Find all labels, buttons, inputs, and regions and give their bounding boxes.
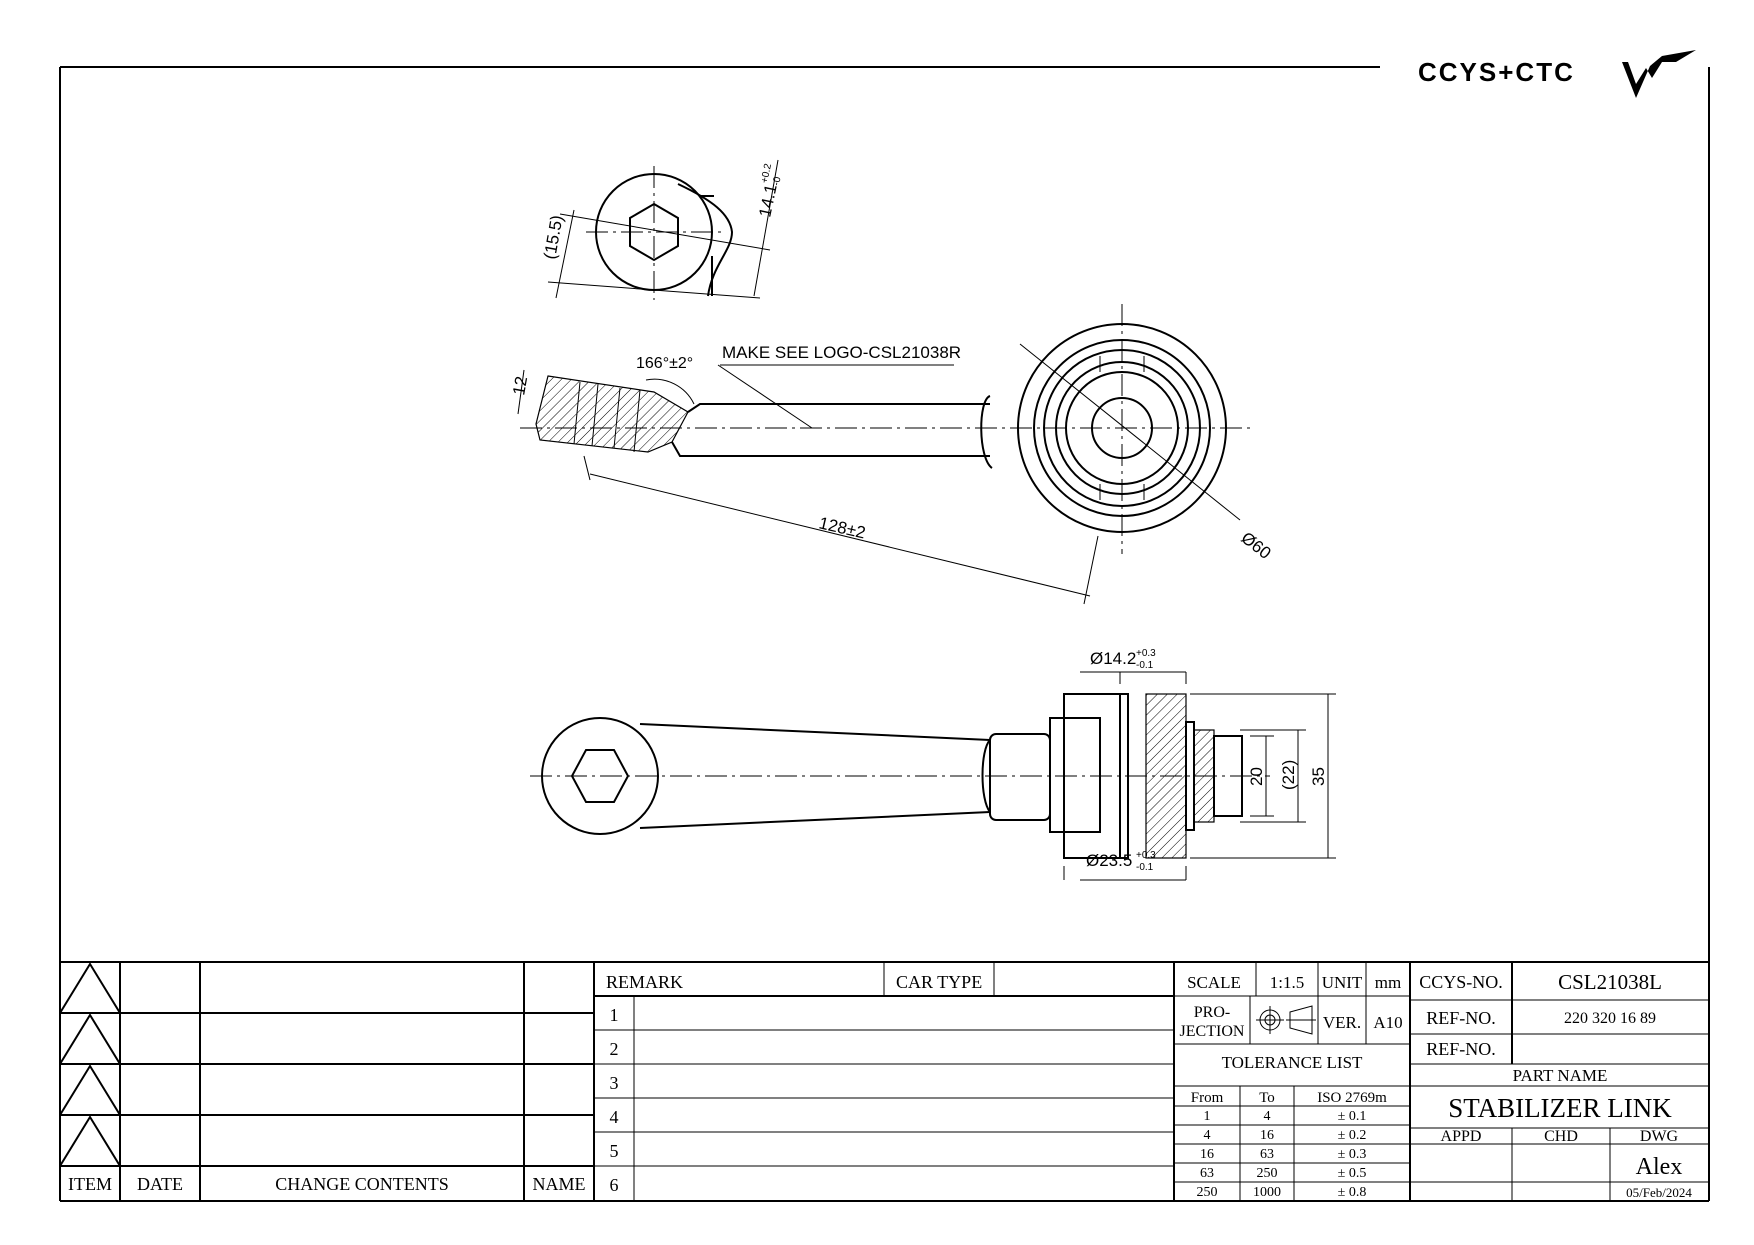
tol-to-3: 63 <box>1260 1147 1274 1162</box>
tol-from-2: 4 <box>1204 1128 1211 1143</box>
ref-no-value-1: 220 320 16 89 <box>1564 1010 1656 1027</box>
tol-value-1: ± 0.1 <box>1338 1109 1367 1124</box>
ver-value: A10 <box>1373 1013 1402 1032</box>
tol-to-5: 1000 <box>1253 1185 1281 1200</box>
note-label: MAKE SEE LOGO-CSL21038R <box>722 343 961 362</box>
tol-to-4: 250 <box>1257 1166 1278 1181</box>
tol-to-2: 16 <box>1260 1128 1274 1143</box>
header-change-contents: CHANGE CONTENTS <box>275 1174 449 1194</box>
dim-width-label: 12 <box>509 375 531 397</box>
header-name: NAME <box>533 1174 586 1194</box>
remark-row-2: 2 <box>610 1039 619 1059</box>
dim-14-1-label: 14.1 <box>755 183 780 219</box>
projection-label-2: JECTION <box>1180 1023 1245 1040</box>
unit-value: mm <box>1375 973 1401 992</box>
part-name-label: PART NAME <box>1513 1066 1608 1085</box>
chd-label: CHD <box>1544 1128 1578 1145</box>
top-detail-view: (15.5) 14.1 +0.2 -0 <box>540 159 784 300</box>
ref-no-label-2: REF-NO. <box>1426 1039 1496 1059</box>
ref-no-label-1: REF-NO. <box>1426 1008 1496 1028</box>
side-view: MAKE SEE LOGO-CSL21038R 166°±2° 12 128±2… <box>509 304 1275 605</box>
dim-22-label: (22) <box>1279 760 1298 790</box>
tol-value-5: ± 0.8 <box>1338 1185 1367 1200</box>
dim-length-label: 128±2 <box>817 513 867 542</box>
logo-text: CCYS+CTC <box>1418 57 1575 87</box>
scale-label: SCALE <box>1187 973 1241 992</box>
remark-row-3: 3 <box>610 1073 619 1093</box>
dim-dia23-5-tol-dn: -0.1 <box>1136 862 1154 873</box>
remark-label: REMARK <box>606 972 683 992</box>
dim-angle-label: 166°±2° <box>636 355 693 372</box>
remark-table: REMARK CAR TYPE 1 2 3 4 5 6 <box>594 962 1175 1201</box>
ver-label: VER. <box>1323 1013 1361 1032</box>
header-item: ITEM <box>68 1174 112 1194</box>
dim-dia14-2-tol-up: +0.3 <box>1136 648 1156 659</box>
header-date: DATE <box>137 1174 183 1194</box>
tol-from-3: 16 <box>1200 1147 1214 1162</box>
bottom-view: Ø14.2 +0.3 -0.1 Ø23.5 +0.3 -0.1 20 (22) … <box>530 648 1336 881</box>
revision-table: ITEM DATE CHANGE CONTENTS NAME <box>59 962 595 1201</box>
ccys-no-value: CSL21038L <box>1558 970 1662 994</box>
remark-row-1: 1 <box>610 1005 619 1025</box>
part-name-value: STABILIZER LINK <box>1448 1093 1672 1123</box>
dim-dia60-label: Ø60 <box>1238 528 1275 563</box>
car-type-label: CAR TYPE <box>896 972 982 992</box>
dim-35-label: 35 <box>1309 767 1328 786</box>
dim-14-1-tol-up: +0.2 <box>759 162 774 184</box>
unit-label: UNIT <box>1322 973 1363 992</box>
remark-row-6: 6 <box>610 1175 619 1195</box>
remark-row-4: 4 <box>610 1107 619 1127</box>
dwg-label: DWG <box>1640 1128 1679 1145</box>
dim-dia23-5-label: Ø23.5 <box>1086 851 1132 870</box>
appd-label: APPD <box>1441 1128 1482 1145</box>
dim-20-label: 20 <box>1247 767 1266 786</box>
remark-row-5: 5 <box>610 1141 619 1161</box>
tol-header-to: To <box>1259 1090 1275 1106</box>
tol-header-std: ISO 2769m <box>1317 1090 1387 1106</box>
tolerance-title: TOLERANCE LIST <box>1222 1053 1363 1072</box>
tol-from-5: 250 <box>1197 1185 1218 1200</box>
frame-border <box>59 66 1710 1202</box>
projection-label-1: PRO- <box>1194 1004 1230 1021</box>
tol-header-from: From <box>1191 1090 1224 1106</box>
tol-value-4: ± 0.5 <box>1338 1166 1367 1181</box>
ccys-no-label: CCYS-NO. <box>1419 972 1503 992</box>
title-block: CCYS-NO. CSL21038L REF-NO. 220 320 16 89… <box>1410 962 1709 1201</box>
drawing-date: 05/Feb/2024 <box>1626 1185 1692 1200</box>
info-block: SCALE 1:1.5 UNIT mm PRO- JECTION VER. A1… <box>1174 962 1411 1201</box>
tol-value-3: ± 0.3 <box>1338 1147 1367 1162</box>
tol-value-2: ± 0.2 <box>1338 1128 1367 1143</box>
drawn-by-value: Alex <box>1636 1154 1683 1180</box>
dim-dia14-2-tol-dn: -0.1 <box>1136 660 1154 671</box>
projection-symbol-icon <box>1256 1005 1316 1035</box>
dim-14-1-tol-dn: -0 <box>771 175 784 186</box>
company-logo: CCYS+CTC <box>1418 50 1696 98</box>
scale-value: 1:1.5 <box>1270 973 1304 992</box>
dim-15-5-label: (15.5) <box>540 214 566 261</box>
dim-dia14-2-label: Ø14.2 <box>1090 649 1136 668</box>
tol-from-1: 1 <box>1204 1109 1211 1124</box>
dim-dia23-5-tol-up: +0.3 <box>1136 850 1156 861</box>
tol-to-1: 4 <box>1264 1109 1271 1124</box>
logo-mark-icon <box>1622 50 1696 98</box>
tol-from-4: 63 <box>1200 1166 1214 1181</box>
